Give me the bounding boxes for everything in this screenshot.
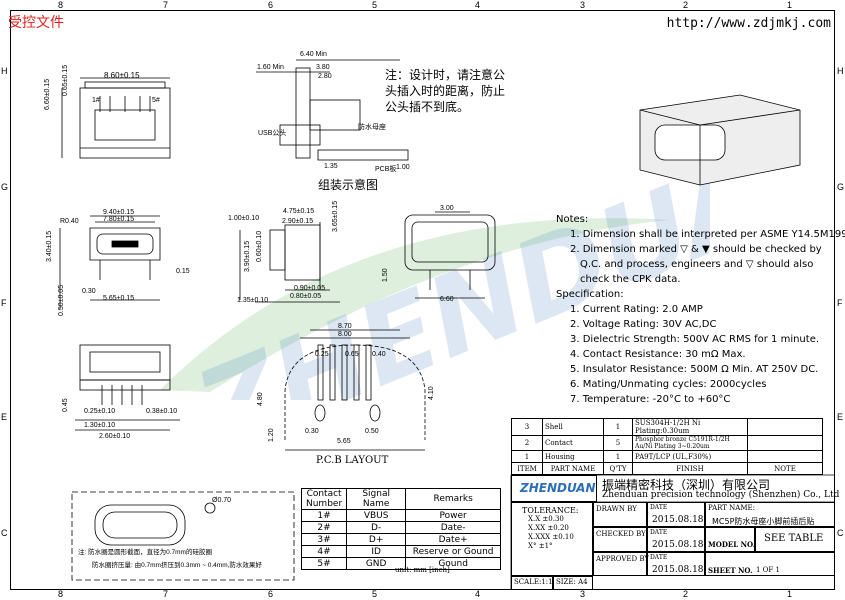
table-header-row: Contact Number Signal Name Remarks xyxy=(300,488,502,510)
checked-date: 2015.08.18 xyxy=(652,540,704,550)
drawn-date: 2015.08.18 xyxy=(652,515,704,525)
spec-title: Specification: xyxy=(556,289,624,300)
notes-title: Notes: xyxy=(556,214,589,225)
controlled-document-link[interactable]: 受控文件 xyxy=(8,15,64,31)
drawing-frame xyxy=(10,10,835,590)
table-row: 3#D+Date+ xyxy=(300,533,502,546)
notes-section: Notes: 1. Dimension shall be interpreted… xyxy=(556,212,845,407)
company-name-cn: 振端精密科技（深圳）有限公司 xyxy=(602,478,771,492)
company-name-en: Zhenduan precision technology (Shenzhen)… xyxy=(602,490,840,500)
tolerance-cell xyxy=(511,502,593,576)
assembly-note: 注：设计时，请注意公 头插入时的距离，防止 公头插不到底。 xyxy=(385,68,506,114)
sheet-number: 1 OF 1 xyxy=(756,566,780,574)
approved-date: 2015.08.18 xyxy=(652,565,704,575)
model-number: SEE TABLE xyxy=(764,533,824,544)
part-name: MC5P防水母座小脚前插后贴 xyxy=(712,517,815,526)
website-url[interactable]: http://www.zdjmkj.com xyxy=(666,16,831,31)
company-logo: ZHENDUAN xyxy=(520,481,596,495)
signal-table: Contact Number Signal Name Remarks 1#VBU… xyxy=(300,488,502,570)
table-row: 2#D-Date- xyxy=(300,521,502,534)
company-logo-cell: ZHENDUAN xyxy=(511,475,597,502)
